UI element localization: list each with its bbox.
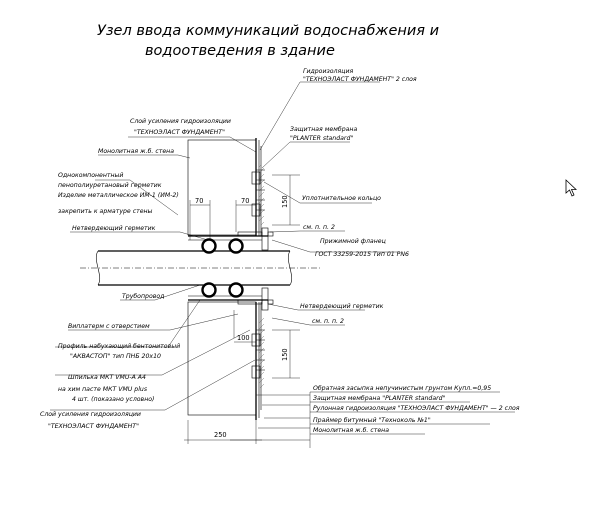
- legend-item-1: Обратная засыпка непучинистым грунтом Ку…: [313, 384, 491, 392]
- label-hydro-top: Гидроизоляция: [303, 68, 353, 75]
- leader-lines: [50, 81, 515, 448]
- label-one-comp-2: пенополиуретановый герметик: [58, 182, 162, 189]
- legend-item-2: Защитная мембрана "PLANTER standard": [313, 394, 446, 402]
- label-one-comp-3: Изделие металлическое ИМ-1 (ИМ-2): [58, 192, 179, 199]
- label-stud-1: Шпилька МКТ VMU-A A4: [68, 374, 146, 381]
- dim-250: 250: [214, 431, 227, 439]
- dim-150-bottom: 150: [281, 348, 289, 361]
- label-hydro-top-2: "ТЕХНОЭЛАСТ ФУНДАМЕНТ" 2 слоя: [303, 76, 417, 83]
- label-stud-3: 4 шт. (показано условно): [72, 396, 154, 403]
- layer-legend: Обратная засыпка непучинистым грунтом Ку…: [313, 384, 520, 434]
- callout-labels: Гидроизоляция "ТЕХНОЭЛАСТ ФУНДАМЕНТ" 2 с…: [40, 68, 417, 430]
- monolithic-wall: [187, 139, 257, 416]
- label-see-p2-top: см. п. п. 2: [303, 224, 335, 231]
- label-membrane-2: "PLANTER standard": [290, 134, 353, 142]
- label-reinforce-top-2: "ТЕХНОЭЛАСТ ФУНДАМЕНТ": [134, 129, 225, 136]
- dim-150-top: 150: [281, 195, 289, 208]
- title-line-1: Узел ввода коммуникаций водоснабжения и: [97, 23, 439, 39]
- label-viplaterm: Виплатерм с отверстием: [68, 323, 150, 330]
- legend-item-5: Монолитная ж.б. стена: [313, 426, 389, 434]
- seal-rings: [201, 238, 244, 298]
- dimensions: 70 70 150 100 150 250: [184, 174, 300, 444]
- label-reinforce-top: Слой усиления гидроизоляции: [130, 118, 231, 125]
- legend-item-3: Рулонная гидроизоляция "ТЕХНОЭЛАСТ ФУНДА…: [313, 405, 520, 412]
- label-nonhard-top: Нетвердеющий герметик: [72, 225, 156, 232]
- dim-70-left: 70: [195, 197, 203, 205]
- label-stud-2: на хим пасте МКТ VMU plus: [58, 386, 148, 393]
- label-flange-1: Прижимной фланец: [320, 238, 386, 245]
- label-pipeline: Трубопровод: [122, 292, 164, 300]
- label-see-p2-bottom: см. п. п. 2: [312, 318, 344, 325]
- label-reinforce-bottom: Слой усиления гидроизоляции: [40, 411, 141, 418]
- label-reinforce-bottom-2: "ТЕХНОЭЛАСТ ФУНДАМЕНТ": [48, 423, 139, 430]
- label-one-comp-4: закрепить к арматуре стены: [58, 208, 153, 215]
- legend-item-4: Праймер битумный "Техноколь №1": [313, 416, 431, 424]
- title-line-2: водоотведения в здание: [145, 43, 335, 59]
- mouse-pointer-icon: [565, 179, 578, 197]
- label-membrane: Защитная мембрана: [290, 125, 357, 133]
- label-monolith-wall: Монолитная ж.б. стена: [98, 147, 174, 155]
- label-profile-2: "АКВАСТОП" тип ПНБ 20х10: [70, 353, 161, 360]
- label-seal-ring: Уплотнительное кольцо: [302, 195, 381, 202]
- label-nonhard-bottom: Нетвердеющий герметик: [300, 303, 384, 310]
- dim-70-right: 70: [241, 197, 249, 205]
- label-flange-2: ГОСТ 33259-2015 Тип 01 PN6: [315, 251, 409, 258]
- label-one-comp-1: Однокомпонентный: [58, 172, 123, 179]
- pipeline: [80, 250, 320, 286]
- dim-100: 100: [237, 334, 250, 342]
- label-profile-1: Профиль набухающий бентонитовый: [58, 342, 180, 350]
